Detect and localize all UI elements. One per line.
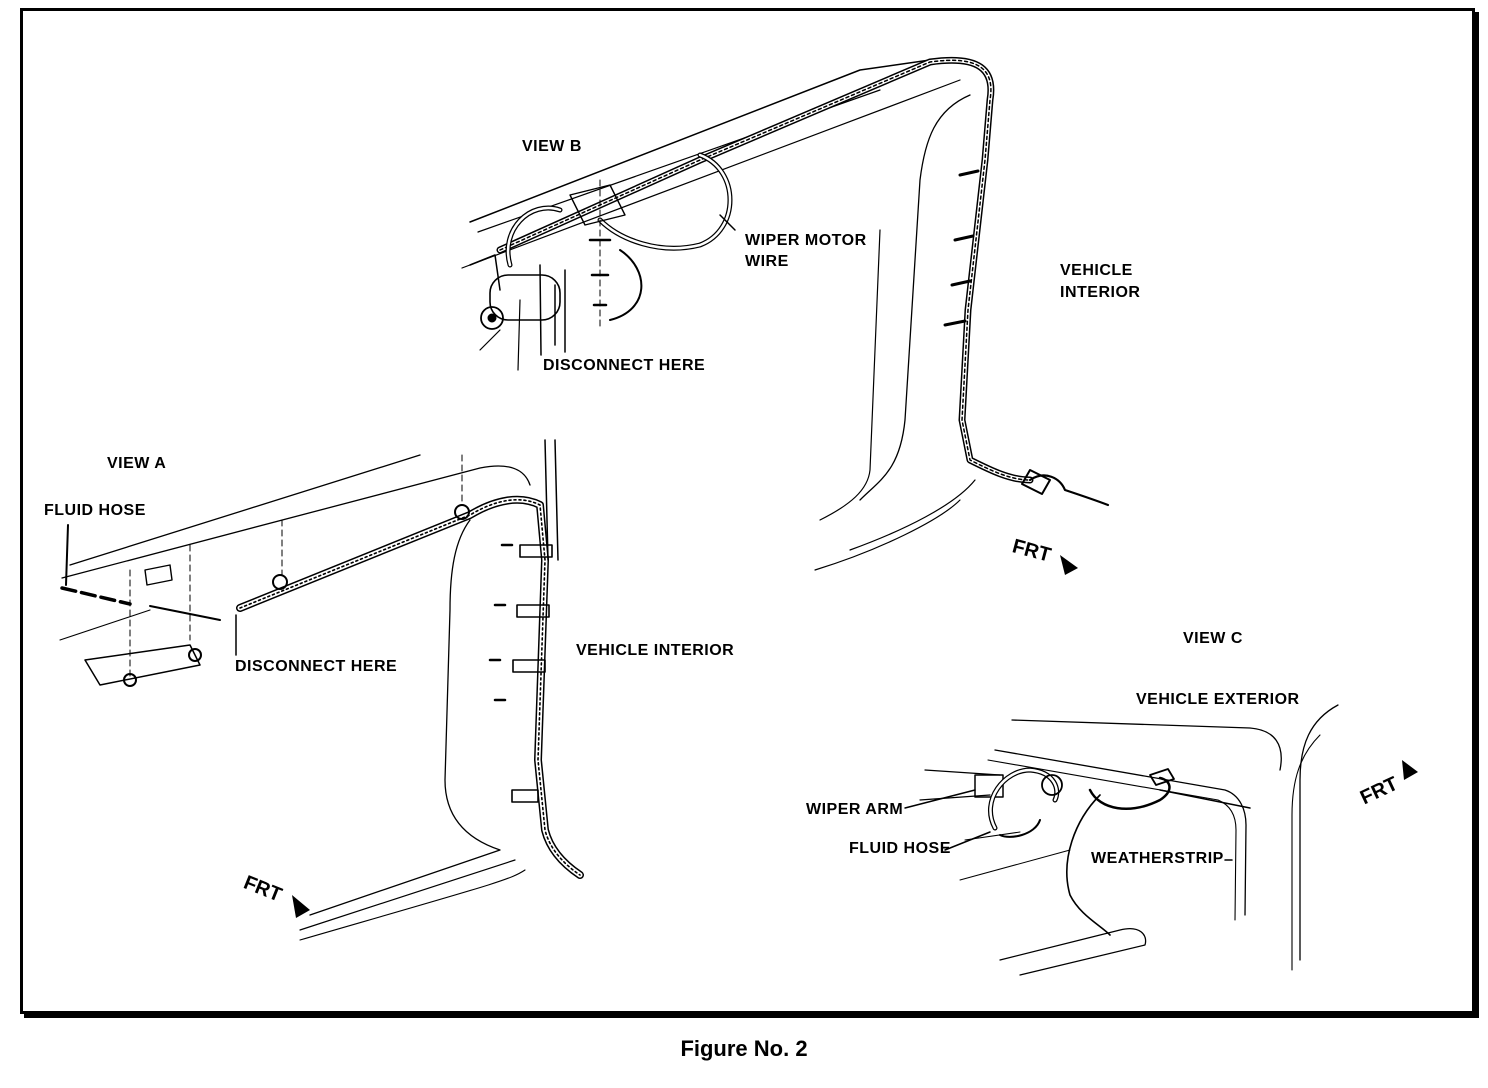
view-b-interior-line2: INTERIOR (1060, 284, 1141, 301)
view-c-exterior-label: VEHICLE EXTERIOR (1136, 691, 1300, 708)
view-b-drawing (461, 56, 1110, 571)
view-c-weatherstrip-label: WEATHERSTRIP (1091, 850, 1224, 867)
view-b-disconnect-label: DISCONNECT HERE (543, 357, 706, 374)
view-c-drawing (904, 704, 1339, 976)
view-c-fluid-hose-label: FLUID HOSE (849, 840, 951, 857)
wiper-motor-wire-label-line1: WIPER MOTOR (745, 232, 867, 249)
wiper-motor-wire-label-line2: WIRE (745, 253, 789, 270)
view-a-drawing (59, 439, 584, 941)
view-c-wiper-arm-label: WIPER ARM (806, 801, 904, 818)
view-b-title: VIEW B (522, 138, 582, 155)
view-c-title: VIEW C (1183, 630, 1243, 647)
figure-caption: Figure No. 2 (680, 1036, 808, 1061)
view-a-disconnect-label: DISCONNECT HERE (235, 658, 398, 675)
frt-arrow-icon (1060, 555, 1078, 575)
view-a-interior-label: VEHICLE INTERIOR (576, 642, 735, 659)
view-a-title: VIEW A (107, 455, 167, 472)
frt-arrow-icon (292, 895, 310, 918)
view-a-fluid-hose-label: FLUID HOSE (44, 502, 146, 519)
figure-frame (20, 8, 1475, 1014)
view-b-interior-line1: VEHICLE (1060, 262, 1133, 279)
frt-arrow-icon (1402, 760, 1418, 780)
